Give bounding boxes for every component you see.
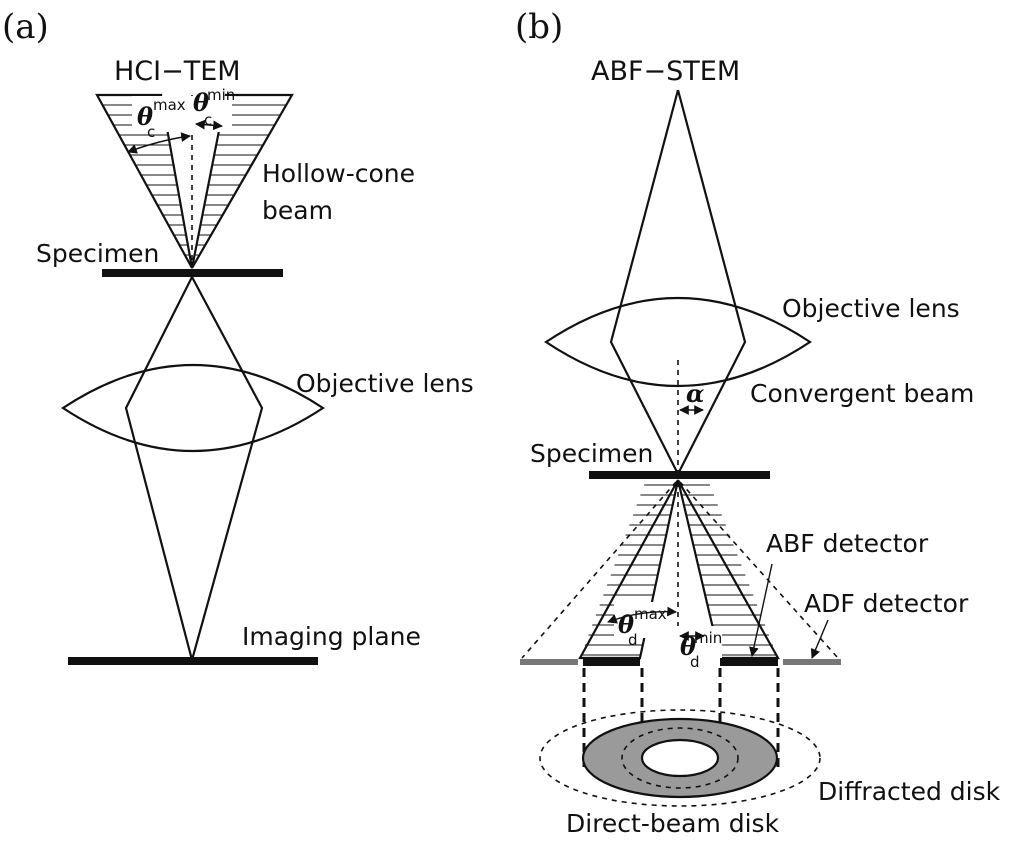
adf-detector-pointer bbox=[810, 619, 829, 659]
svg-text:θ: θ bbox=[618, 610, 634, 639]
hollow-cone-outline-right bbox=[190, 93, 294, 269]
diffracted-disk-outline bbox=[539, 709, 821, 807]
theta-d-max-label: θ max d bbox=[618, 605, 667, 649]
theta-c-max-label: θ max c bbox=[137, 96, 186, 141]
direct-beam-disk-outline bbox=[621, 727, 739, 789]
svg-text:max: max bbox=[634, 605, 667, 623]
theta-d-max-arrow bbox=[607, 606, 677, 624]
objective-lens-label-a: Objective lens bbox=[296, 369, 474, 398]
svg-text:min: min bbox=[694, 629, 722, 647]
diffracted-disk-label: Diffracted disk bbox=[818, 777, 1001, 806]
adf-detector-label: ADF detector bbox=[804, 589, 969, 618]
svg-text:θ: θ bbox=[137, 102, 153, 131]
theta-c-max-arrow bbox=[127, 132, 191, 154]
svg-text:d: d bbox=[690, 653, 700, 671]
svg-text:θ: θ bbox=[193, 88, 209, 117]
svg-text:c: c bbox=[147, 123, 155, 141]
adf-envelope-left bbox=[521, 481, 677, 659]
alpha-symbol: α bbox=[686, 379, 704, 408]
panel-b: (b) ABF−STEM Objective lens α Convergent… bbox=[515, 7, 1001, 838]
abf-annulus-hole bbox=[640, 738, 720, 778]
panel-a: (a) HCI−TEM θ max c θ min c Hollow-cone … bbox=[2, 7, 474, 665]
svg-text:min: min bbox=[207, 86, 235, 104]
objective-lens-label-b: Objective lens bbox=[782, 294, 960, 323]
abf-detector-label: ABF detector bbox=[766, 529, 929, 558]
convergent-beam-rays bbox=[609, 89, 747, 477]
svg-text:c: c bbox=[204, 111, 212, 129]
svg-text:θ: θ bbox=[680, 632, 696, 661]
svg-text:d: d bbox=[628, 631, 638, 649]
panel-b-tag: (b) bbox=[515, 7, 563, 47]
hollow-cone-label-line1: Hollow-cone bbox=[262, 159, 415, 188]
panel-a-tag: (a) bbox=[2, 7, 49, 47]
theta-c-min-arrow bbox=[195, 119, 223, 131]
imaging-plane-label: Imaging plane bbox=[242, 622, 421, 651]
imaging-rays-a bbox=[124, 276, 264, 665]
panel-a-title: HCI−TEM bbox=[114, 56, 241, 87]
specimen-label-a: Specimen bbox=[36, 239, 159, 268]
hollow-cone-label-line2: beam bbox=[262, 196, 333, 225]
abf-detector-pointer bbox=[749, 563, 773, 657]
panel-b-title: ABF−STEM bbox=[591, 56, 740, 87]
convergent-beam-label: Convergent beam bbox=[750, 379, 974, 408]
direct-beam-disk-label: Direct-beam disk bbox=[566, 809, 780, 838]
objective-lens-a bbox=[61, 363, 325, 453]
hollow-cone-outline-left bbox=[95, 93, 194, 269]
specimen-label-b: Specimen bbox=[530, 439, 653, 468]
theta-d-min-label: θ min d bbox=[680, 629, 722, 671]
svg-text:max: max bbox=[153, 96, 186, 114]
